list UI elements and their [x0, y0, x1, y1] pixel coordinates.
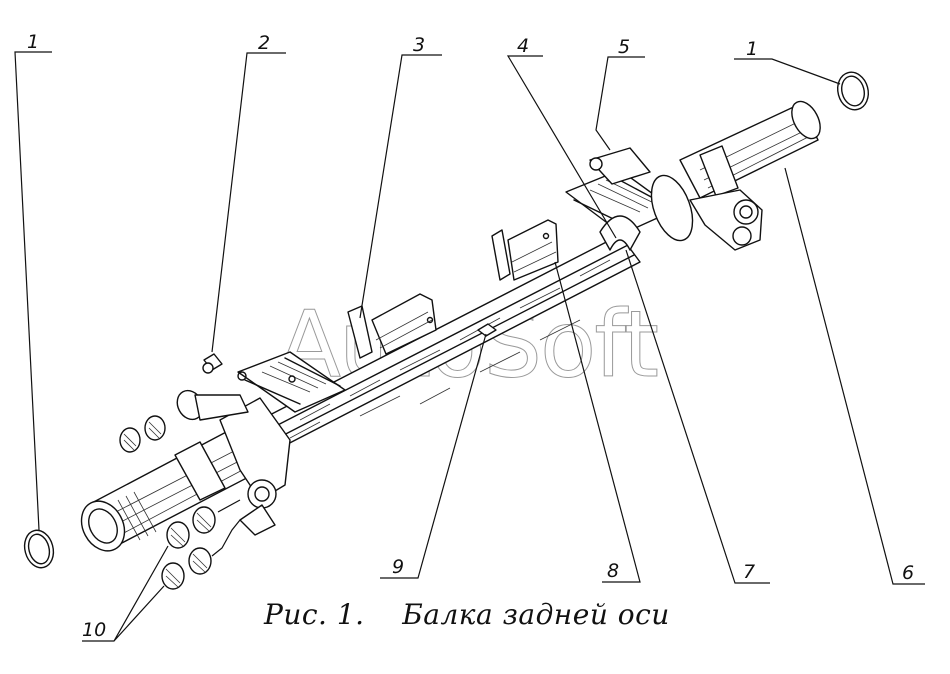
- bushings: [119, 415, 241, 590]
- callout-8: 8: [554, 261, 641, 583]
- callout-7: 7: [625, 249, 770, 584]
- callout-1-left: 1: [14, 31, 52, 531]
- callout-5: 5: [595, 36, 645, 151]
- bushing: [119, 427, 141, 453]
- eye-lower-left: [247, 479, 277, 509]
- callout-10: 10: [82, 545, 169, 642]
- bushing: [161, 562, 185, 590]
- callout-4: 4: [506, 35, 617, 239]
- callout-label: 8: [607, 560, 619, 582]
- bushing: [192, 506, 216, 534]
- callout-label: 5: [618, 36, 630, 58]
- callout-label: 2: [258, 32, 270, 54]
- flange-right: [650, 174, 694, 242]
- callout-label: 3: [413, 34, 425, 56]
- callout-label: 9: [392, 556, 404, 578]
- shackle-bracket-right: [589, 147, 651, 185]
- axle-end-right: [791, 100, 821, 140]
- callout-label: 6: [902, 562, 914, 584]
- callout-9: 9: [380, 333, 487, 579]
- beam-plate: [477, 323, 497, 337]
- callout-label: 10: [82, 619, 106, 641]
- callout-label: 4: [517, 35, 529, 57]
- cap-left: [23, 529, 55, 569]
- callout-3: 3: [359, 34, 442, 319]
- bracket-left: [347, 305, 373, 359]
- bushing: [144, 415, 166, 441]
- callout-1-right: 1: [734, 38, 841, 85]
- saddle-right: [599, 215, 641, 251]
- callout-label: 1: [746, 38, 758, 60]
- caption-title: Балка задней оси: [402, 598, 670, 631]
- breather-fitting: [202, 353, 223, 374]
- bushing: [166, 521, 190, 549]
- figure-caption: Рис. 1. Балка задней оси: [264, 598, 670, 631]
- callout-label: 1: [27, 31, 39, 53]
- callout-2: 2: [211, 32, 286, 353]
- flange-left: [219, 397, 291, 501]
- bushing: [188, 547, 212, 575]
- bracket-center: [491, 229, 511, 281]
- caption-prefix: Рис. 1.: [264, 598, 365, 631]
- callout-label: 7: [743, 561, 755, 583]
- axle-beam: [80, 100, 821, 552]
- axle-end-left: [80, 500, 126, 552]
- cap-right: [836, 71, 870, 111]
- callout-6: 6: [784, 167, 925, 585]
